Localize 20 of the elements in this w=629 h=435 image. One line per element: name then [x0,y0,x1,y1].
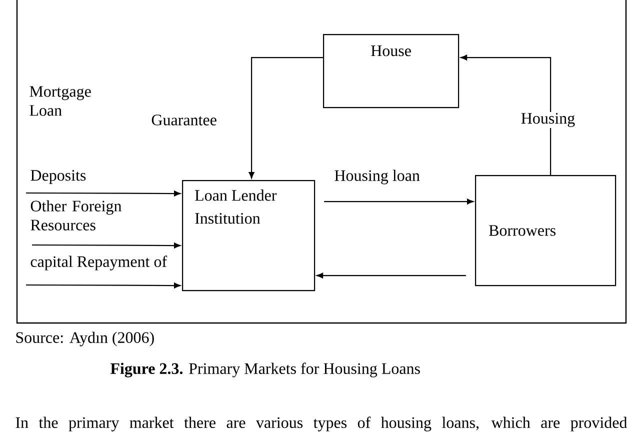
arrow [26,190,180,196]
arrow [32,242,180,248]
paragraph-text: In the primary market there are various types of housing loans, which are provided [16,416,628,432]
text-label: Mortgage Loan [30,86,91,116]
entity-box: Borrowers [475,174,616,286]
figure-caption: Figure 2.3. Primary Markets for Housing Loans [110,362,420,378]
arrow [26,282,180,288]
edge-label: Housing [520,112,576,128]
arrow [316,272,466,278]
arrow [460,54,552,175]
edge-label: Other Foreign Resources [29,199,132,232]
arrow [248,57,323,178]
entity-box: House [323,34,460,108]
arrow [324,198,474,204]
edge-label: Housing loan [333,168,421,186]
source-note: Source: Aydın (2006) [16,332,154,346]
edge-label: Guarantee [150,114,218,126]
edge-label: Deposits [29,169,88,185]
entity-box: Loan Lender Institution [182,180,316,292]
edge-label: capital Repayment of [29,254,168,272]
